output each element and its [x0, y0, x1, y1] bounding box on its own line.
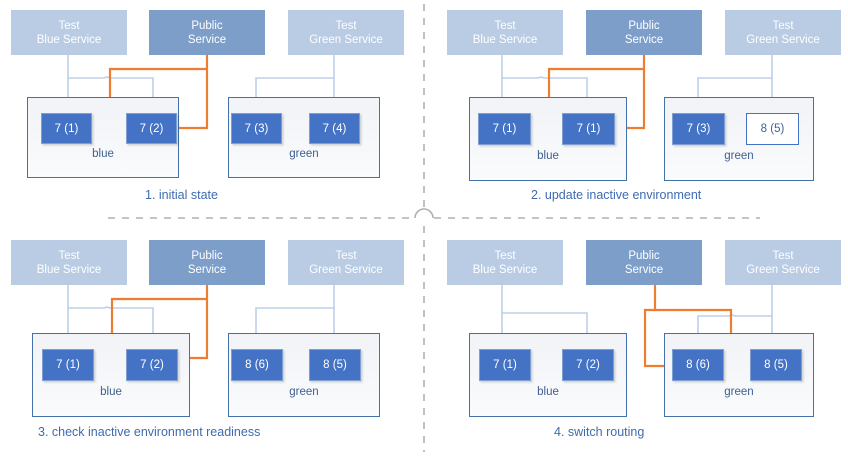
- service-label-line1: Public: [628, 249, 660, 262]
- panel-3-node-green-2[interactable]: 8 (5): [309, 349, 361, 381]
- panel-3-environment-blue: blue: [32, 333, 190, 417]
- environment-label: blue: [537, 150, 559, 162]
- service-label-line2: Green Service: [746, 33, 820, 46]
- service-label-line2: Service: [187, 33, 227, 46]
- panel-4-node-blue-1[interactable]: 7 (1): [479, 349, 531, 381]
- panel-4-node-green-2[interactable]: 8 (5): [750, 349, 802, 381]
- panel-2-node-green-2[interactable]: 8 (5): [746, 113, 799, 145]
- service-label-line1: Public: [191, 19, 223, 32]
- service-label-line1: Public: [191, 249, 223, 262]
- service-label-line1: Test: [772, 19, 794, 32]
- panel-1-node-blue-1[interactable]: 7 (1): [41, 113, 92, 144]
- service-label-line1: Test: [494, 19, 516, 32]
- service-label-line1: Test: [335, 249, 357, 262]
- service-label-line1: Test: [494, 249, 516, 262]
- panel-2-node-blue-1[interactable]: 7 (1): [478, 113, 531, 145]
- panel-4-node-green-1[interactable]: 8 (6): [672, 349, 724, 381]
- service-label-line1: Public: [628, 19, 660, 32]
- service-label-line2: Blue Service: [472, 263, 538, 276]
- service-label-line2: Service: [187, 263, 227, 276]
- panel-2-node-green-1[interactable]: 7 (3): [672, 113, 725, 145]
- service-label-line2: Service: [624, 33, 664, 46]
- panel-1-node-green-1[interactable]: 7 (3): [231, 113, 282, 144]
- panel-1-caption: 1. initial state: [145, 188, 218, 202]
- panel-2-node-blue-2[interactable]: 7 (1): [562, 113, 615, 145]
- service-label-line2: Green Service: [309, 33, 383, 46]
- service-label-line2: Blue Service: [36, 33, 102, 46]
- environment-label: green: [724, 150, 754, 162]
- environment-label: blue: [92, 148, 114, 160]
- environment-label: green: [289, 386, 319, 398]
- panel-3-node-green-1[interactable]: 8 (6): [231, 349, 283, 381]
- panel-1-node-blue-2[interactable]: 7 (2): [126, 113, 177, 144]
- panel-3-node-blue-1[interactable]: 7 (1): [42, 349, 94, 381]
- service-label-line1: Test: [58, 19, 80, 32]
- service-label-line2: Green Service: [309, 263, 383, 276]
- environment-label: green: [724, 386, 754, 398]
- panel-2-caption: 2. update inactive environment: [531, 188, 702, 202]
- environment-label: green: [289, 148, 319, 160]
- service-label-line1: Test: [335, 19, 357, 32]
- service-label-line2: Green Service: [746, 263, 820, 276]
- panel-4-node-blue-2[interactable]: 7 (2): [562, 349, 614, 381]
- panel-4-caption: 4. switch routing: [554, 425, 645, 439]
- panel-3-caption: 3. check inactive environment readiness: [38, 425, 261, 439]
- service-label-line2: Service: [624, 263, 664, 276]
- environment-label: blue: [537, 386, 559, 398]
- panel-3-node-blue-2[interactable]: 7 (2): [126, 349, 178, 381]
- panel-1-node-green-2[interactable]: 7 (4): [309, 113, 360, 144]
- service-label-line2: Blue Service: [36, 263, 102, 276]
- service-label-line1: Test: [772, 249, 794, 262]
- service-label-line2: Blue Service: [472, 33, 538, 46]
- service-label-line1: Test: [58, 249, 80, 262]
- environment-label: blue: [100, 386, 122, 398]
